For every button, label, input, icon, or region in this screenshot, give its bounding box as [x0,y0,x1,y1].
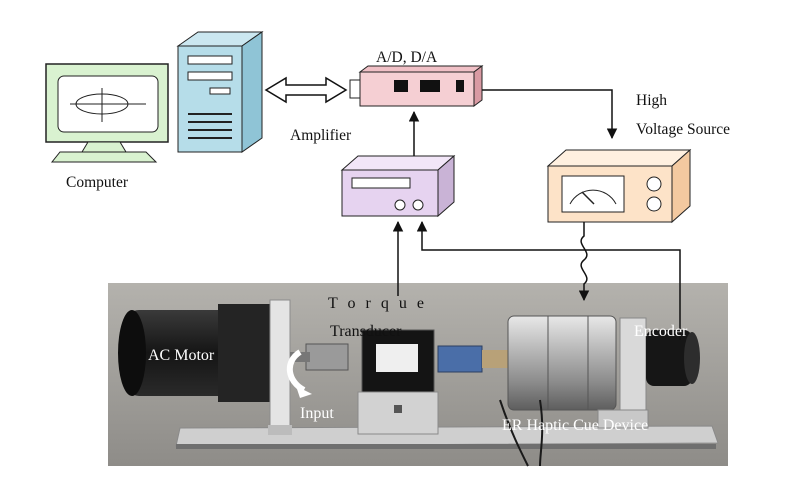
motor-mount-plate [269,299,291,431]
computer-icon [45,31,264,163]
torque-transducer-photo [357,329,439,435]
coupling-right [437,345,483,373]
line-encoder-to-amp [416,220,681,340]
encoder-label: Encoder [634,323,688,340]
torque-label-line2: Transducer [330,323,402,340]
amplifier-label: Amplifier [290,127,352,144]
ac-motor [118,299,292,435]
coupling-left [305,343,349,371]
data-link-arrow [264,76,348,104]
input-rotation-arrow [287,349,306,393]
voltage-meter [561,175,625,213]
torque-label-line1: T o r q u e [328,295,427,312]
high-voltage-source-box [546,148,692,224]
encoder-photo [646,330,700,386]
er-haptic-device-photo [507,315,649,429]
high-voltage-label-line1: High [636,92,667,109]
input-label: Input [300,405,334,422]
er-device-label: ER Haptic Cue Device [502,417,648,434]
adda-label: A/D, D/A [376,49,438,66]
line-adda-to-hv [482,89,618,140]
line-hv-to-er [578,222,590,302]
signal-lines [392,89,681,340]
ac-motor-label: AC Motor [148,347,215,364]
base-plate-edge [176,444,716,449]
high-voltage-label-line2: Voltage Source [636,121,730,138]
test-rig-photo [108,283,728,467]
cable [499,399,529,467]
amplifier-box [340,154,456,218]
computer-label: Computer [66,174,129,191]
keyboard [50,151,158,163]
adda-board [349,65,484,107]
base-plate [175,425,719,447]
